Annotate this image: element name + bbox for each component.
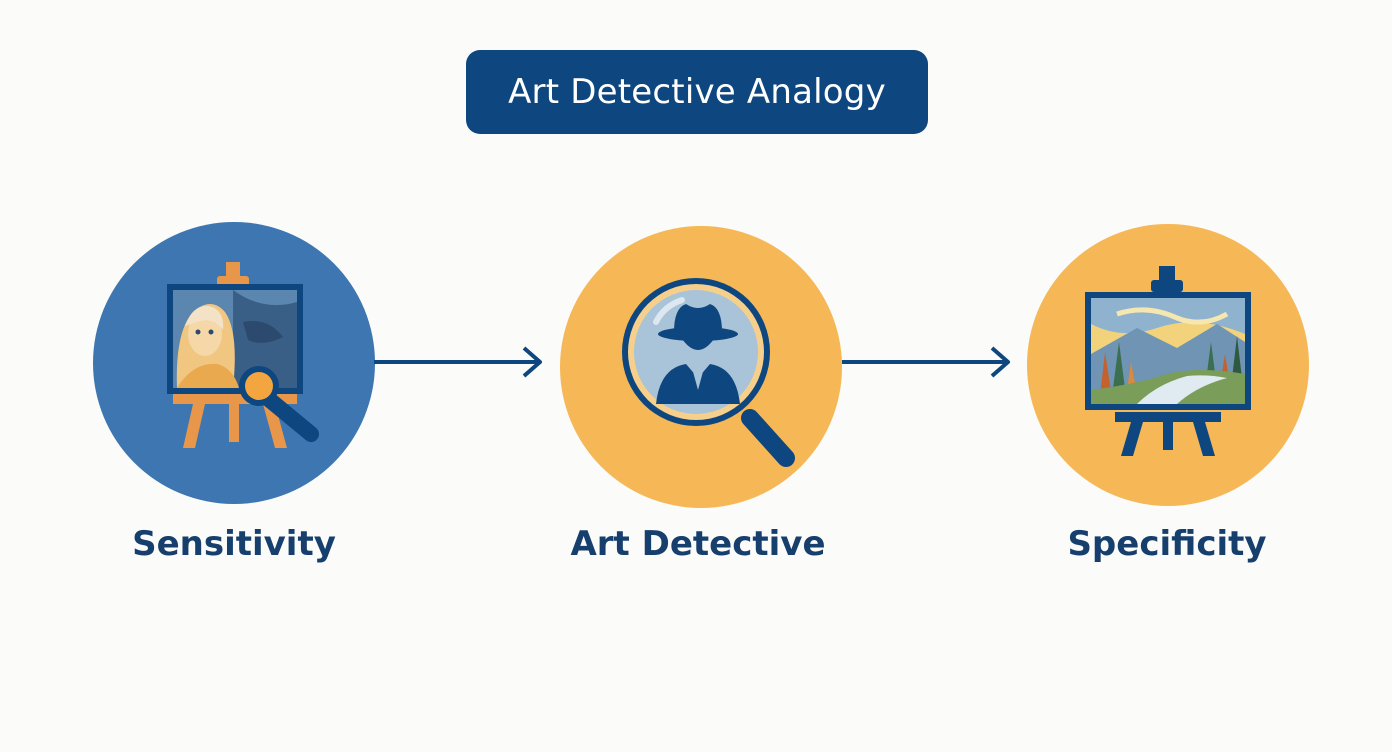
detective-magnifier-icon	[622, 278, 795, 467]
easel-landscape-icon	[1085, 266, 1251, 456]
easel-portrait-magnifier-icon	[167, 262, 319, 448]
art-detective-label: Art Detective	[570, 524, 826, 564]
art-detective-node	[560, 226, 842, 508]
specificity-label: Specificity	[1067, 524, 1267, 564]
arrow-right-icon	[374, 346, 542, 378]
sensitivity-node	[93, 222, 375, 504]
arrow-right-icon	[842, 346, 1010, 378]
sensitivity-label: Sensitivity	[132, 524, 336, 564]
diagram-title: Art Detective Analogy	[508, 72, 886, 112]
specificity-node	[1027, 224, 1309, 506]
title-badge: Art Detective Analogy	[466, 50, 928, 134]
